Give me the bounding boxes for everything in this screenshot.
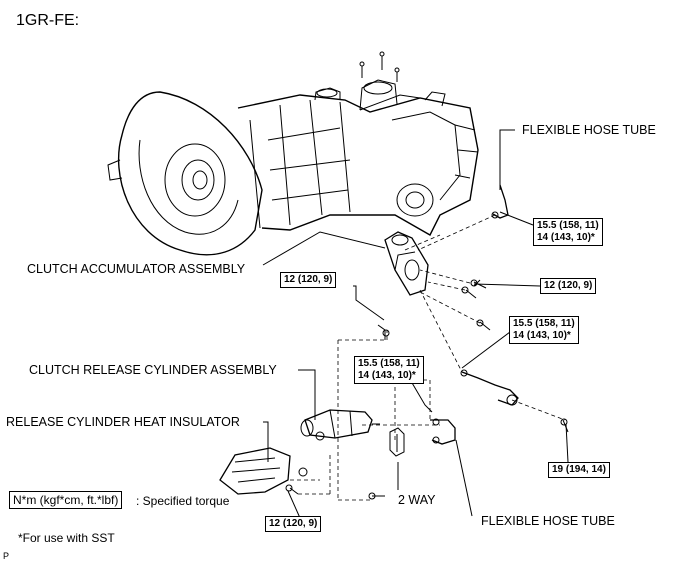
- corner-mark: P: [3, 551, 10, 561]
- bolt-right: [560, 418, 569, 433]
- torque-box-hose-middle: 15.5 (158, 11) 14 (143, 10)*: [354, 356, 424, 384]
- torque-value-sst: 14 (143, 10)*: [358, 370, 416, 381]
- torque-value: 12 (120, 9): [284, 274, 333, 285]
- flexible-hose-tube-bottom-part: [430, 418, 456, 445]
- torque-box-hose-right: 15.5 (158, 11) 14 (143, 10)*: [509, 316, 579, 344]
- label-clutch-release-cylinder-assembly: CLUTCH RELEASE CYLINDER ASSEMBLY: [29, 363, 277, 377]
- label-release-cylinder-heat-insulator: RELEASE CYLINDER HEAT INSULATOR: [6, 415, 240, 429]
- torque-box-release-bolt: 12 (120, 9): [280, 272, 337, 288]
- torque-value-sst: 14 (143, 10)*: [513, 330, 571, 341]
- release-cylinder-part: [300, 409, 380, 441]
- assembly-dashed-lines: [290, 214, 566, 501]
- torque-box-hose-top: 15.5 (158, 11) 14 (143, 10)*: [533, 218, 603, 246]
- label-two-way: 2 WAY: [398, 493, 436, 507]
- two-way-fitting-part: [389, 427, 405, 457]
- torque-value-sst: 14 (143, 10)*: [537, 232, 595, 243]
- sst-footnote: *For use with SST: [18, 531, 115, 545]
- heat-insulator-part: [219, 447, 308, 495]
- accumulator-bolts: [461, 279, 491, 331]
- torque-box-accumulator-bolt: 12 (120, 9): [540, 278, 597, 294]
- torque-value: 15.5 (158, 11): [513, 318, 575, 329]
- legend-description: : Specified torque: [136, 494, 230, 508]
- label-flexible-hose-tube-bottom: FLEXIBLE HOSE TUBE: [481, 514, 615, 528]
- leader-lines: [262, 129, 569, 519]
- label-flexible-hose-tube-top: FLEXIBLE HOSE TUBE: [522, 123, 656, 137]
- torque-value: 12 (120, 9): [544, 280, 593, 291]
- legend-unit-box: N*m (kgf*cm, ft.*lbf): [9, 491, 123, 509]
- flexible-hose-tube-right-part: [460, 369, 519, 406]
- torque-box-heat-insulator-bolt: 12 (120, 9): [265, 516, 322, 532]
- torque-value: 19 (194, 14): [552, 464, 606, 475]
- torque-box-bolt-right: 19 (194, 14): [548, 462, 610, 478]
- torque-value: 15.5 (158, 11): [358, 358, 420, 369]
- torque-value: 12 (120, 9): [269, 518, 318, 529]
- page-title: 1GR-FE:: [16, 12, 80, 29]
- label-clutch-accumulator-assembly: CLUTCH ACCUMULATOR ASSEMBLY: [27, 262, 246, 276]
- transmission-assembly: [107, 51, 479, 256]
- torque-value: 15.5 (158, 11): [537, 220, 599, 231]
- small-bolt-bottom: [368, 492, 385, 500]
- clutch-accumulator-part: [384, 231, 429, 296]
- release-bolt: [377, 324, 390, 340]
